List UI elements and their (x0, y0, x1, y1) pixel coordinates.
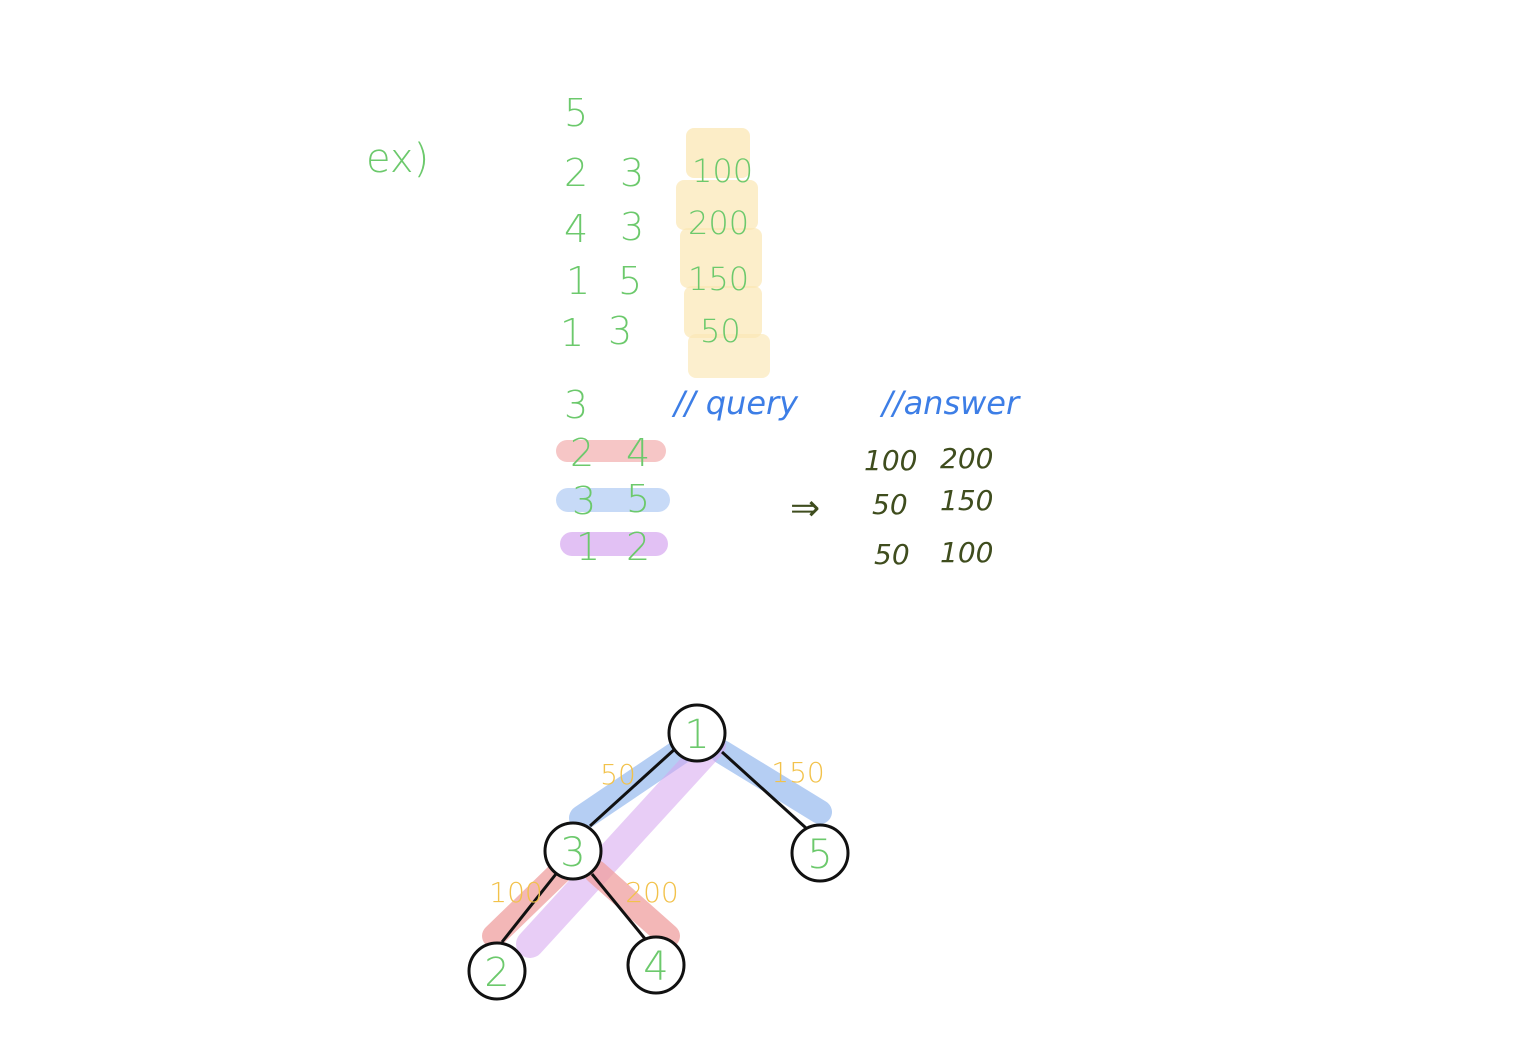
tree-node-label-5: 5 (807, 832, 832, 878)
answer-3-min: 50 (874, 538, 910, 571)
tree-edge-weight-3-4: 200 (625, 876, 678, 909)
tree-node-circle-1 (667, 703, 727, 763)
tree-edge-1-3 (588, 746, 678, 828)
edge-1-v: 3 (620, 151, 644, 195)
edge-2-w-value: 200 (688, 204, 749, 242)
tree-node-label-4: 4 (643, 944, 668, 990)
highlight-path-blue-1-5 (710, 740, 832, 824)
tree-node-circle-4 (626, 935, 686, 995)
tree-nodes (467, 703, 850, 1001)
query-3-b: 2 (626, 525, 650, 569)
tree-node-label-3: 3 (560, 830, 585, 876)
query-comment: // query (671, 384, 799, 422)
query-3-a: 1 (576, 525, 600, 569)
edge-3-v: 5 (618, 259, 642, 303)
tree-node-circle-3 (543, 821, 603, 881)
tree-node-labels: 1 3 5 2 4 (484, 712, 832, 996)
edge-4-v: 3 (608, 309, 632, 353)
query-highlight-purple (560, 532, 668, 556)
implies-arrow: ⇒ (790, 488, 820, 529)
edge-1-u: 2 (564, 151, 588, 195)
tree-node-label-2: 2 (484, 950, 509, 996)
edge-4-u: 1 (560, 311, 584, 355)
highlight-path-red-3-4 (584, 860, 680, 948)
weights-column-highlight (676, 128, 770, 378)
tree-edge-weight-1-5: 150 (771, 756, 824, 789)
edge-2-w: 150 (688, 260, 749, 298)
tree-edge-weight-1-3: 50 (600, 758, 636, 791)
answer-comment: //answer (879, 384, 1021, 422)
input-block: 5 2 3 100 4 3 150 1 5 200 1 3 50 3 2 4 3… (560, 91, 753, 569)
edge-1-w: 100 (692, 152, 753, 190)
answers-block: 100 200 50 150 50 100 (864, 442, 993, 571)
node-count: 5 (564, 91, 588, 135)
example-label: ex) (366, 136, 429, 182)
tree-edge-weights: 50 150 100 200 (489, 756, 824, 909)
highlight-path-purple (516, 731, 726, 958)
tree-node-label-1: 1 (684, 712, 709, 758)
answer-2-max: 150 (940, 484, 993, 517)
query-1-a: 2 (570, 431, 594, 475)
query-1-b: 4 (626, 431, 650, 475)
edge-4-w: 50 (700, 312, 741, 350)
edge-2-u: 4 (564, 207, 588, 251)
tree-node-circle-5 (790, 823, 850, 883)
query-count: 3 (564, 383, 588, 427)
tree-edge-3-4 (590, 873, 648, 941)
query-highlight-red (556, 440, 666, 462)
tree-edge-3-2 (500, 873, 558, 943)
tree-edge-1-5 (720, 750, 808, 830)
query-2-b: 5 (626, 477, 650, 521)
query-highlight-blue (556, 488, 670, 512)
highlight-path-blue-1-3 (569, 732, 703, 831)
edge-3-u: 1 (566, 259, 590, 303)
answer-2-min: 50 (872, 488, 908, 521)
query-2-a: 3 (572, 479, 596, 523)
tree-edge-weight-3-2: 100 (489, 876, 542, 909)
tree-node-circle-2 (467, 941, 527, 1001)
edge-2-v: 3 (620, 205, 644, 249)
tree-edges (500, 746, 808, 943)
answer-1-min: 100 (864, 444, 917, 477)
answer-3-max: 100 (940, 536, 993, 569)
answer-1-max: 200 (940, 442, 993, 475)
query-highlights (556, 440, 670, 556)
